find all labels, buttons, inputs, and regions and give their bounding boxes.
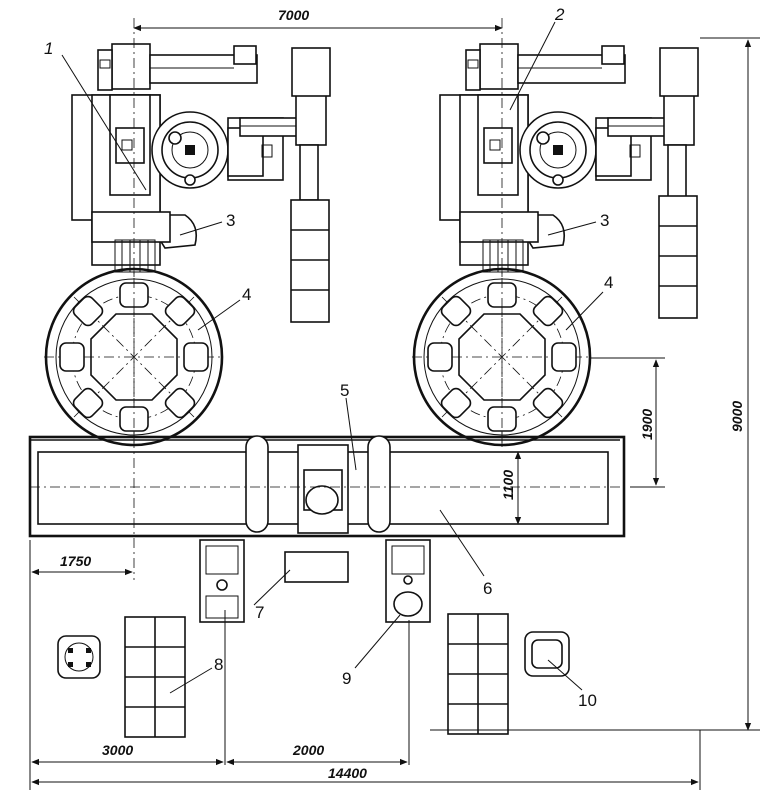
label-1: 1 [44, 39, 147, 191]
dim-14400: 14400 [31, 730, 701, 790]
label-8: 8 [169, 655, 223, 694]
svg-text:3000: 3000 [102, 742, 133, 758]
label-6: 6 [439, 509, 492, 598]
rack-right [447, 613, 509, 735]
dim-3000: 3000 [31, 742, 224, 766]
svg-text:1100: 1100 [500, 470, 516, 500]
unit-9 [385, 539, 431, 623]
label-3-left: 3 [179, 211, 235, 236]
svg-text:2000: 2000 [292, 742, 324, 758]
cabinet-left [290, 199, 330, 323]
cabinet-right [658, 195, 698, 319]
label-5: 5 [340, 381, 357, 471]
svg-text:8: 8 [214, 655, 223, 674]
dim-7000: 7000 [133, 7, 503, 32]
svg-text:14400: 14400 [328, 765, 367, 781]
svg-text:1900: 1900 [639, 409, 655, 440]
svg-text:7000: 7000 [278, 7, 309, 23]
svg-text:5: 5 [340, 381, 349, 400]
dim-1900: 1900 [590, 357, 665, 488]
svg-text:4: 4 [604, 273, 613, 292]
dim-1100: 1100 [500, 451, 522, 525]
label-2: 2 [509, 5, 565, 111]
dim-9000: 9000 [430, 37, 760, 731]
unit-7 [199, 539, 349, 623]
label-9: 9 [342, 614, 401, 688]
rack-left [124, 616, 186, 738]
label-7: 7 [253, 569, 291, 622]
svg-text:2: 2 [554, 5, 565, 24]
dim-1750: 1750 [29, 540, 133, 790]
transfer-conveyor [28, 435, 626, 538]
unit-left-round [57, 635, 101, 679]
svg-text:1: 1 [44, 39, 53, 58]
dim-2000: 2000 [226, 742, 408, 766]
svg-text:9: 9 [342, 669, 351, 688]
label-4-right: 4 [565, 273, 613, 331]
svg-text:1750: 1750 [60, 553, 91, 569]
svg-text:3: 3 [226, 211, 235, 230]
label-4-left: 4 [197, 285, 251, 331]
svg-text:3: 3 [600, 211, 609, 230]
svg-text:6: 6 [483, 579, 492, 598]
label-3-right: 3 [547, 211, 609, 236]
svg-text:10: 10 [578, 691, 597, 710]
unit-10 [524, 631, 570, 677]
label-10: 10 [547, 659, 597, 710]
svg-text:4: 4 [242, 285, 251, 304]
svg-text:9000: 9000 [729, 401, 745, 432]
svg-text:7: 7 [255, 603, 264, 622]
